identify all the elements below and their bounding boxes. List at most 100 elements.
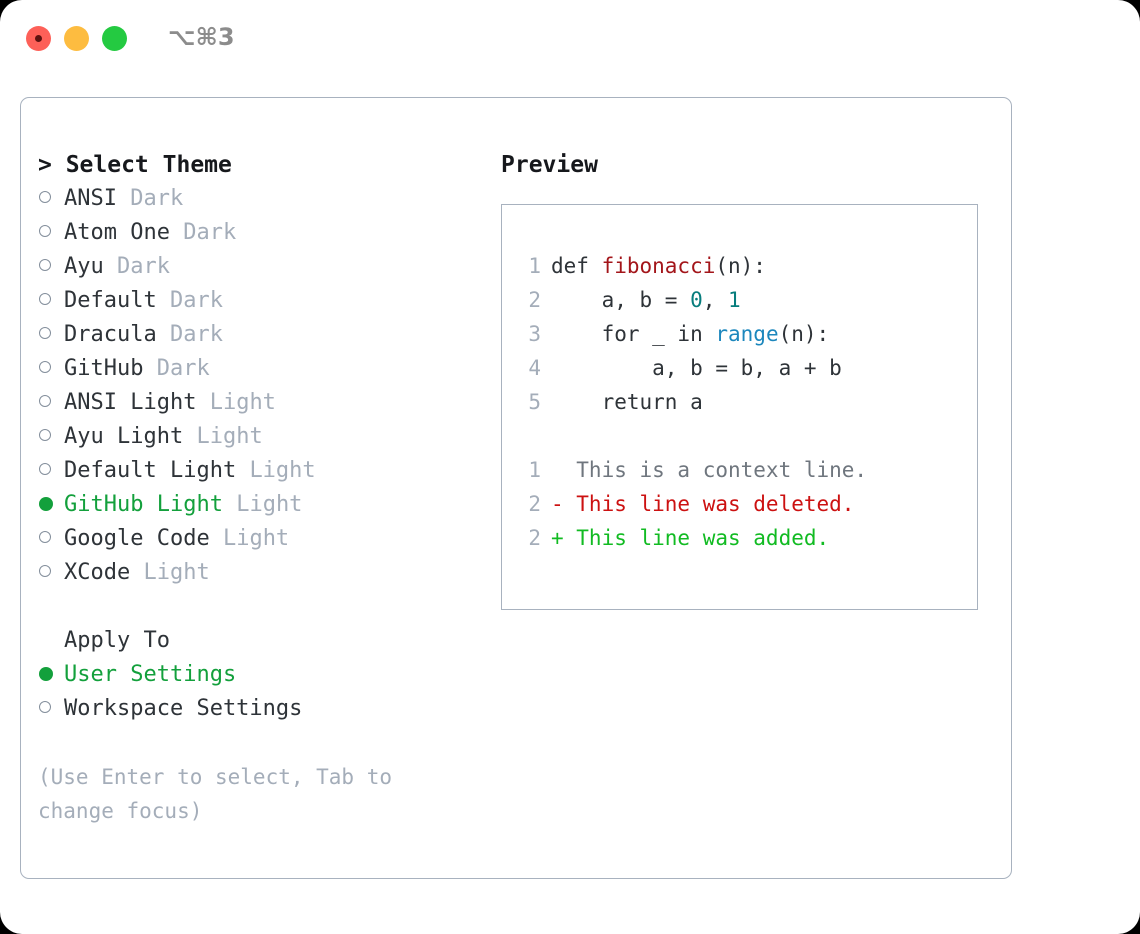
radio-empty-icon: [39, 191, 51, 203]
apply-to-option-label: Workspace Settings: [64, 696, 303, 721]
label-gap: [196, 386, 209, 420]
theme-option-ansi-light[interactable]: ANSI Light Light: [38, 386, 478, 420]
theme-option-default-light[interactable]: Default Light Light: [38, 454, 478, 488]
radio-empty-icon: [39, 293, 51, 305]
keyboard-shortcut-label: ⌥⌘3: [168, 23, 235, 51]
label-gap: [183, 420, 196, 454]
theme-variant-tag: Light: [143, 560, 210, 585]
theme-option-ayu-light[interactable]: Ayu Light Light: [38, 420, 478, 454]
label-gap: [104, 250, 117, 284]
diff-line-number: 2: [528, 492, 541, 516]
code-token-plain: a, b = b, a + b: [551, 356, 842, 380]
code-token-num: 1: [728, 288, 741, 312]
theme-option-dracula[interactable]: Dracula Dark: [38, 318, 478, 352]
list-spacer: [38, 590, 478, 624]
diff-line-add: 2 + This line was added.: [519, 521, 973, 555]
diff-line-text: + This line was added.: [551, 526, 830, 550]
label-gap: [210, 522, 223, 556]
radio-empty-icon: [39, 701, 51, 713]
theme-variant-tag: Dark: [156, 356, 210, 381]
code-line: 2 a, b = 0, 1: [519, 283, 973, 317]
theme-option-ansi[interactable]: ANSI Dark: [38, 182, 478, 216]
close-button[interactable]: [26, 26, 51, 51]
theme-variant-tag: Light: [249, 458, 316, 483]
label-gap: [117, 182, 130, 216]
radio-empty-icon: [39, 259, 51, 271]
theme-variant-tag: Dark: [130, 186, 184, 211]
apply-to-option-workspace-settings[interactable]: Workspace Settings: [38, 692, 478, 726]
traffic-lights: [26, 26, 127, 51]
radio-selected-icon: [39, 667, 53, 681]
code-token-plain: def: [551, 254, 602, 278]
theme-option-label: GitHub: [64, 356, 144, 381]
radio-empty-icon: [39, 395, 51, 407]
theme-option-github[interactable]: GitHub Dark: [38, 352, 478, 386]
theme-variant-tag: Dark: [183, 220, 237, 245]
theme-variant-tag: Light: [196, 424, 263, 449]
code-line-number: 5: [528, 390, 541, 414]
theme-option-label: Ayu Light: [64, 424, 184, 449]
theme-variant-tag: Light: [236, 492, 303, 517]
preview-title: Preview: [501, 152, 598, 178]
label-gap: [223, 488, 236, 522]
radio-empty-icon: [39, 531, 51, 543]
code-token-call: range: [715, 322, 779, 346]
theme-variant-tag: Dark: [169, 322, 223, 347]
code-line: 3 for _ in range(n):: [519, 317, 973, 351]
maximize-button[interactable]: [102, 26, 127, 51]
title-bar: ⌥⌘3: [0, 0, 1140, 78]
label-gap: [157, 284, 170, 318]
code-token-plain: (n):: [778, 322, 830, 346]
keyboard-hint-text: (Use Enter to select, Tab to change focu…: [38, 765, 393, 823]
theme-option-label: Atom One: [64, 220, 170, 245]
code-token-plain: ,: [702, 288, 729, 312]
diff-line-text: This is a context line.: [551, 458, 868, 482]
diff-line-number: 2: [528, 526, 541, 550]
theme-option-atom-one[interactable]: Atom One Dark: [38, 216, 478, 250]
theme-option-github-light[interactable]: GitHub Light Light: [38, 488, 478, 522]
theme-option-label: ANSI Light: [64, 390, 197, 415]
diff-line-text: - This line was deleted.: [551, 492, 855, 516]
code-token-plain: return a: [551, 390, 703, 414]
code-line-number: 2: [528, 288, 541, 312]
diff-lines: 1 This is a context line.2- This line wa…: [519, 453, 973, 555]
theme-option-label: Ayu: [64, 254, 104, 279]
theme-variant-tag: Light: [209, 390, 276, 415]
label-gap: [170, 216, 183, 250]
code-token-plain: for _ in: [551, 322, 716, 346]
code-line: 4 a, b = b, a + b: [519, 351, 973, 385]
radio-empty-icon: [39, 225, 51, 237]
apply-to-option-label: User Settings: [64, 662, 237, 687]
radio-empty-icon: [39, 361, 51, 373]
theme-option-default[interactable]: Default Dark: [38, 284, 478, 318]
theme-option-xcode[interactable]: XCode Light: [38, 556, 478, 590]
theme-variant-tag: Light: [222, 526, 290, 551]
theme-option-ayu[interactable]: Ayu Dark: [38, 250, 478, 284]
theme-option-label: Default Light: [64, 458, 237, 483]
radio-empty-icon: [39, 565, 51, 577]
code-line: 5 return a: [519, 385, 973, 419]
select-theme-header: > Select Theme: [38, 152, 232, 178]
apply-to-option-user-settings[interactable]: User Settings: [38, 658, 478, 692]
label-gap: [157, 318, 170, 352]
label-gap: [143, 352, 156, 386]
label-gap: [130, 556, 143, 590]
code-line-number: 1: [528, 254, 541, 278]
code-line-number: 4: [528, 356, 541, 380]
label-gap: [236, 454, 249, 488]
minimize-button[interactable]: [64, 26, 89, 51]
code-token-num: 0: [690, 288, 703, 312]
radio-selected-icon: [39, 497, 53, 511]
code-token-plain: (n):: [715, 254, 766, 278]
theme-option-google-code[interactable]: Google Code Light: [38, 522, 478, 556]
theme-variant-tag: Dark: [117, 254, 170, 279]
theme-option-label: Default: [64, 288, 157, 313]
